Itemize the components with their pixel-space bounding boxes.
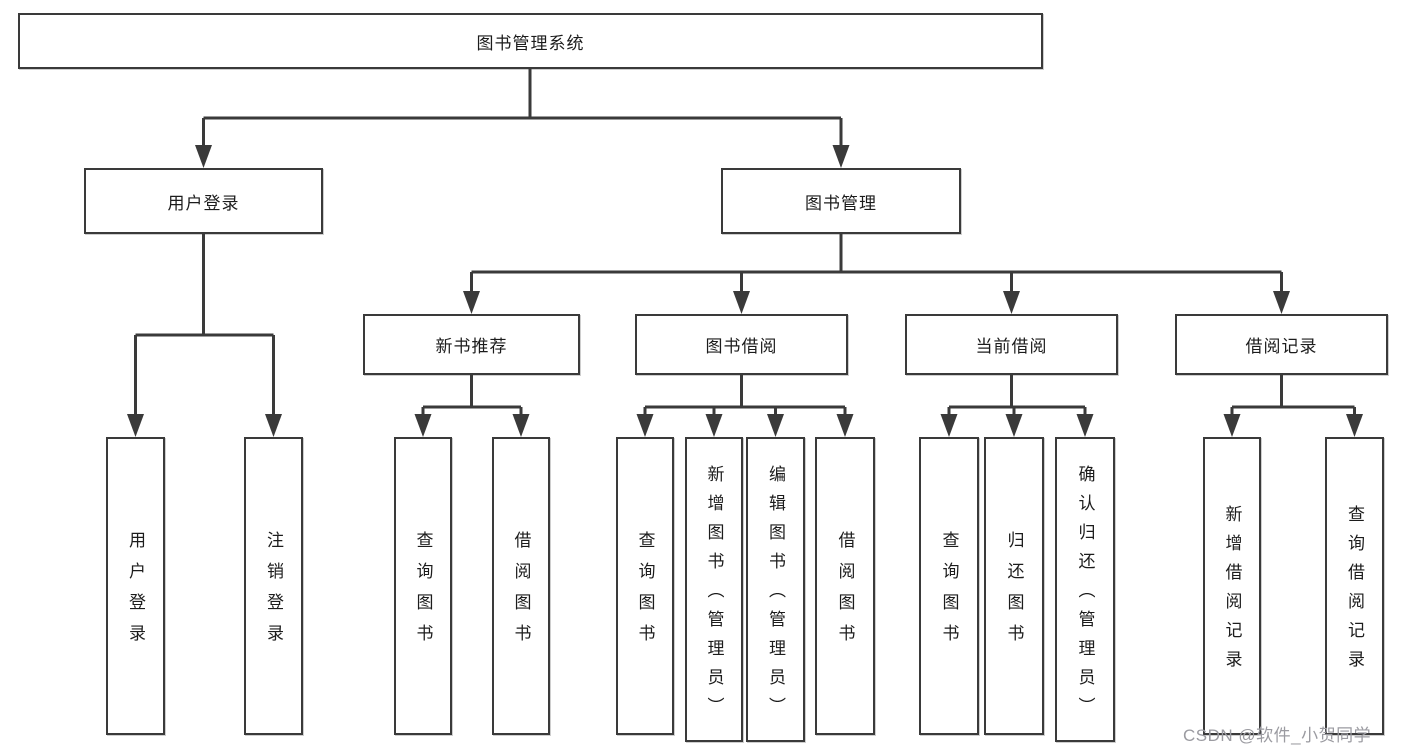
leaf-logout: 注销登录	[244, 437, 303, 735]
leaf-borrow-book-1: 借阅图书	[492, 437, 550, 735]
leaf-query-book-2-label: 查询图书	[635, 531, 655, 655]
node-new-book-recommend: 新书推荐	[363, 314, 580, 375]
node-borrow-record: 借阅记录	[1175, 314, 1388, 375]
leaf-add-book-admin-label: 新增图书（管理员）	[704, 465, 724, 726]
leaf-add-borrow-record: 新增借阅记录	[1203, 437, 1261, 735]
leaf-query-borrow-record-label: 查询借阅记录	[1345, 505, 1364, 679]
leaf-return-book: 归还图书	[984, 437, 1044, 735]
leaf-query-book-2: 查询图书	[616, 437, 674, 735]
leaf-edit-book-admin: 编辑图书（管理员）	[746, 437, 805, 742]
leaf-add-book-admin: 新增图书（管理员）	[685, 437, 743, 742]
node-borrow-record-label: 借阅记录	[1245, 337, 1318, 356]
leaf-add-borrow-record-label: 新增借阅记录	[1222, 505, 1242, 679]
node-book-borrow-label: 图书借阅	[705, 337, 778, 356]
node-book-manage-label: 图书管理	[805, 193, 877, 213]
node-user-login: 用户登录	[84, 168, 323, 234]
leaf-logout-label: 注销登录	[264, 531, 283, 655]
watermark: CSDN @软件_小贺同学	[1183, 726, 1372, 745]
leaf-user-login: 用户登录	[106, 437, 165, 735]
leaf-borrow-book-2: 借阅图书	[815, 437, 875, 735]
leaf-query-book-1: 查询图书	[394, 437, 452, 735]
leaf-borrow-book-2-label: 借阅图书	[835, 531, 855, 655]
leaf-confirm-return-admin: 确认归还（管理员）	[1055, 437, 1115, 742]
node-current-borrow: 当前借阅	[905, 314, 1118, 375]
leaf-query-book-3-label: 查询图书	[939, 531, 959, 655]
node-current-borrow-label: 当前借阅	[975, 337, 1048, 356]
leaf-query-book-1-label: 查询图书	[413, 531, 433, 655]
leaf-query-borrow-record: 查询借阅记录	[1325, 437, 1384, 735]
leaf-edit-book-admin-label: 编辑图书（管理员）	[766, 465, 785, 726]
leaf-return-book-label: 归还图书	[1004, 531, 1024, 655]
node-root: 图书管理系统	[18, 13, 1043, 69]
node-user-login-label: 用户登录	[167, 193, 240, 213]
node-book-borrow: 图书借阅	[635, 314, 848, 375]
leaf-query-book-3: 查询图书	[919, 437, 979, 735]
node-book-manage: 图书管理	[721, 168, 961, 234]
leaf-confirm-return-admin-label: 确认归还（管理员）	[1075, 465, 1095, 726]
leaf-borrow-book-1-label: 借阅图书	[511, 531, 531, 655]
node-new-book-recommend-label: 新书推荐	[435, 337, 508, 356]
node-root-label: 图书管理系统	[476, 33, 585, 53]
leaf-user-login-label: 用户登录	[126, 531, 145, 655]
